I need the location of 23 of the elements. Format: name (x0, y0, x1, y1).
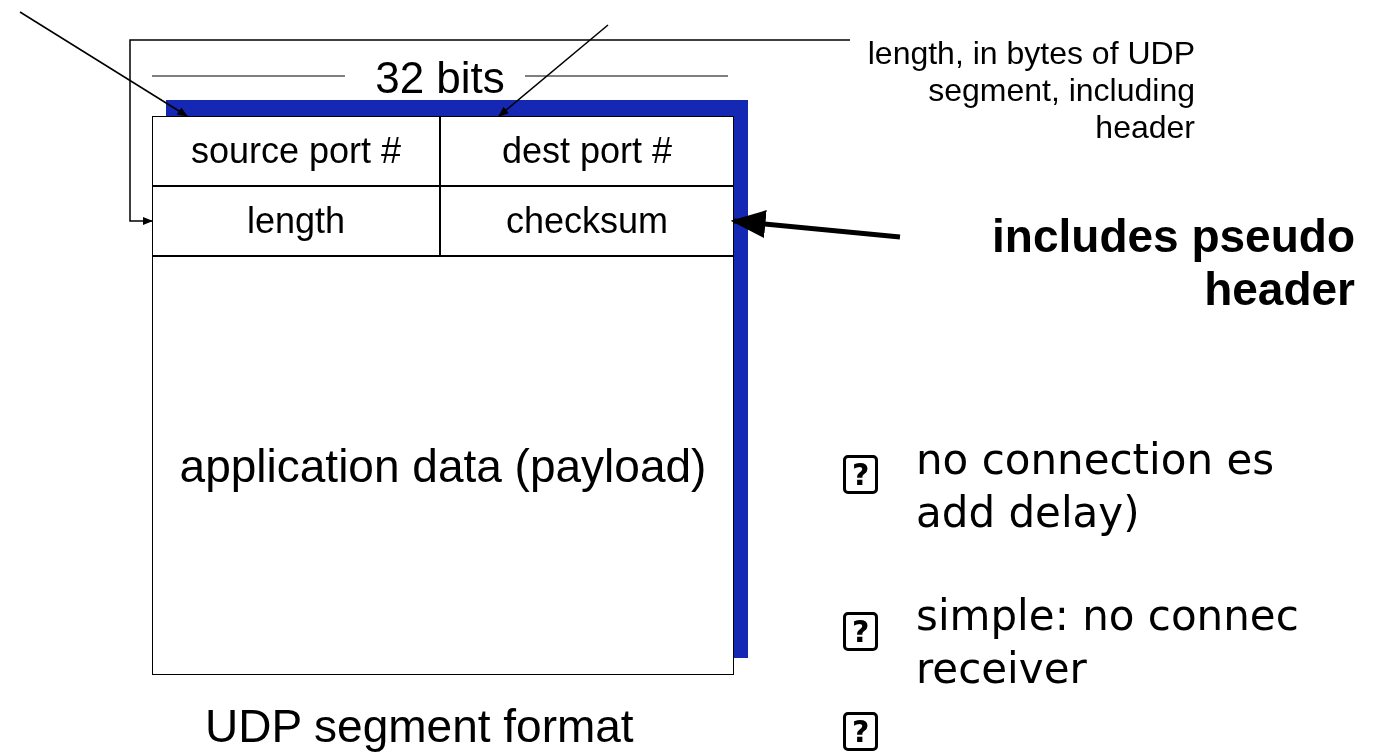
payload-field (152, 256, 734, 675)
field-label: application data (payload) (179, 438, 707, 493)
arrow (498, 24, 609, 117)
bullet-text: simple: no connec receiver (916, 590, 1300, 695)
header-field (440, 186, 734, 256)
bullet-text: no connection es add delay) (916, 434, 1276, 539)
arrow (129, 39, 851, 226)
missing-glyph-icon: ? (843, 455, 879, 494)
annotation-text: length, in bytes of UDP segment, including header (866, 35, 1195, 146)
caption-text: UDP segment format (205, 699, 635, 754)
field-label: dest port # (501, 130, 673, 172)
header-field (152, 186, 440, 256)
field-label: length (246, 200, 346, 242)
header-field (152, 116, 440, 186)
field-label: checksum (505, 200, 669, 242)
arrow (730, 210, 901, 240)
missing-glyph-icon: ? (843, 612, 879, 651)
field-label: source port # (190, 130, 402, 172)
missing-glyph-icon: ? (843, 712, 879, 751)
dimension-label: 32 bits (374, 52, 506, 104)
header-field (440, 116, 734, 186)
arrow (19, 11, 188, 117)
annotation-text: includes pseudo header (991, 210, 1355, 316)
